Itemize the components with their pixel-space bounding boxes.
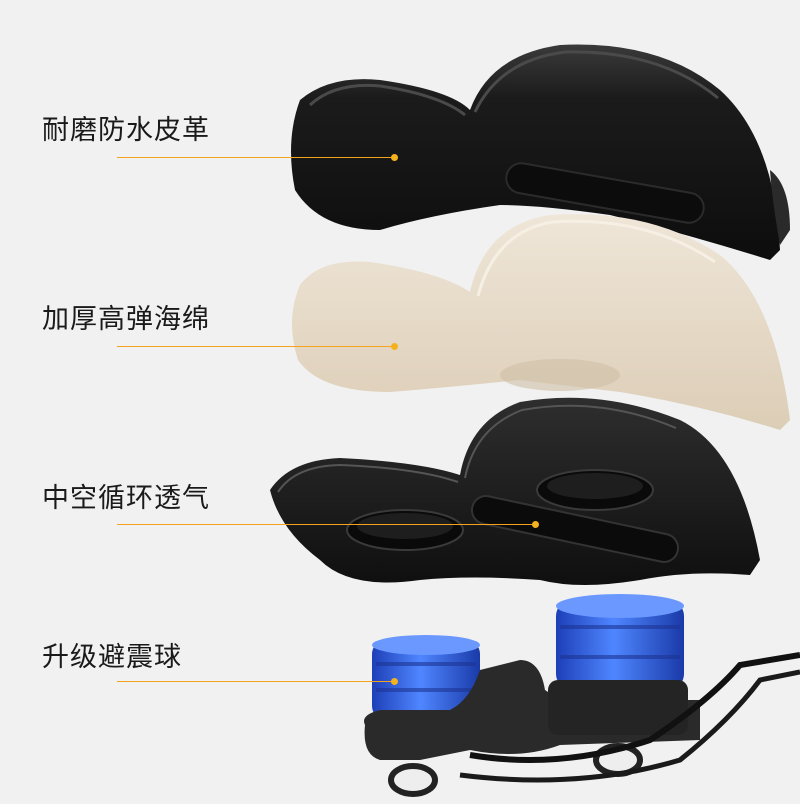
shock-ball-layer	[364, 594, 800, 797]
leader-dot-base	[532, 521, 539, 528]
leader-dot-shock	[391, 678, 398, 685]
leader-dot-foam	[391, 343, 398, 350]
base-shell-layer	[270, 397, 760, 585]
leader-line-base	[117, 524, 535, 525]
saddle-rail-bracket	[364, 652, 800, 797]
leader-line-shock	[117, 681, 394, 682]
foam-layer	[291, 214, 790, 430]
label-leather: 耐磨防水皮革	[42, 115, 210, 146]
label-foam: 加厚高弹海绵	[42, 304, 210, 335]
leather-layer	[291, 44, 790, 260]
leader-line-foam	[117, 346, 394, 347]
leader-dot-leather	[391, 154, 398, 161]
label-shock: 升级避震球	[42, 642, 182, 673]
shock-ball-left	[372, 635, 480, 720]
label-base: 中空循环透气	[42, 483, 210, 514]
leader-line-leather	[117, 157, 394, 158]
shock-ball-right	[556, 594, 684, 690]
